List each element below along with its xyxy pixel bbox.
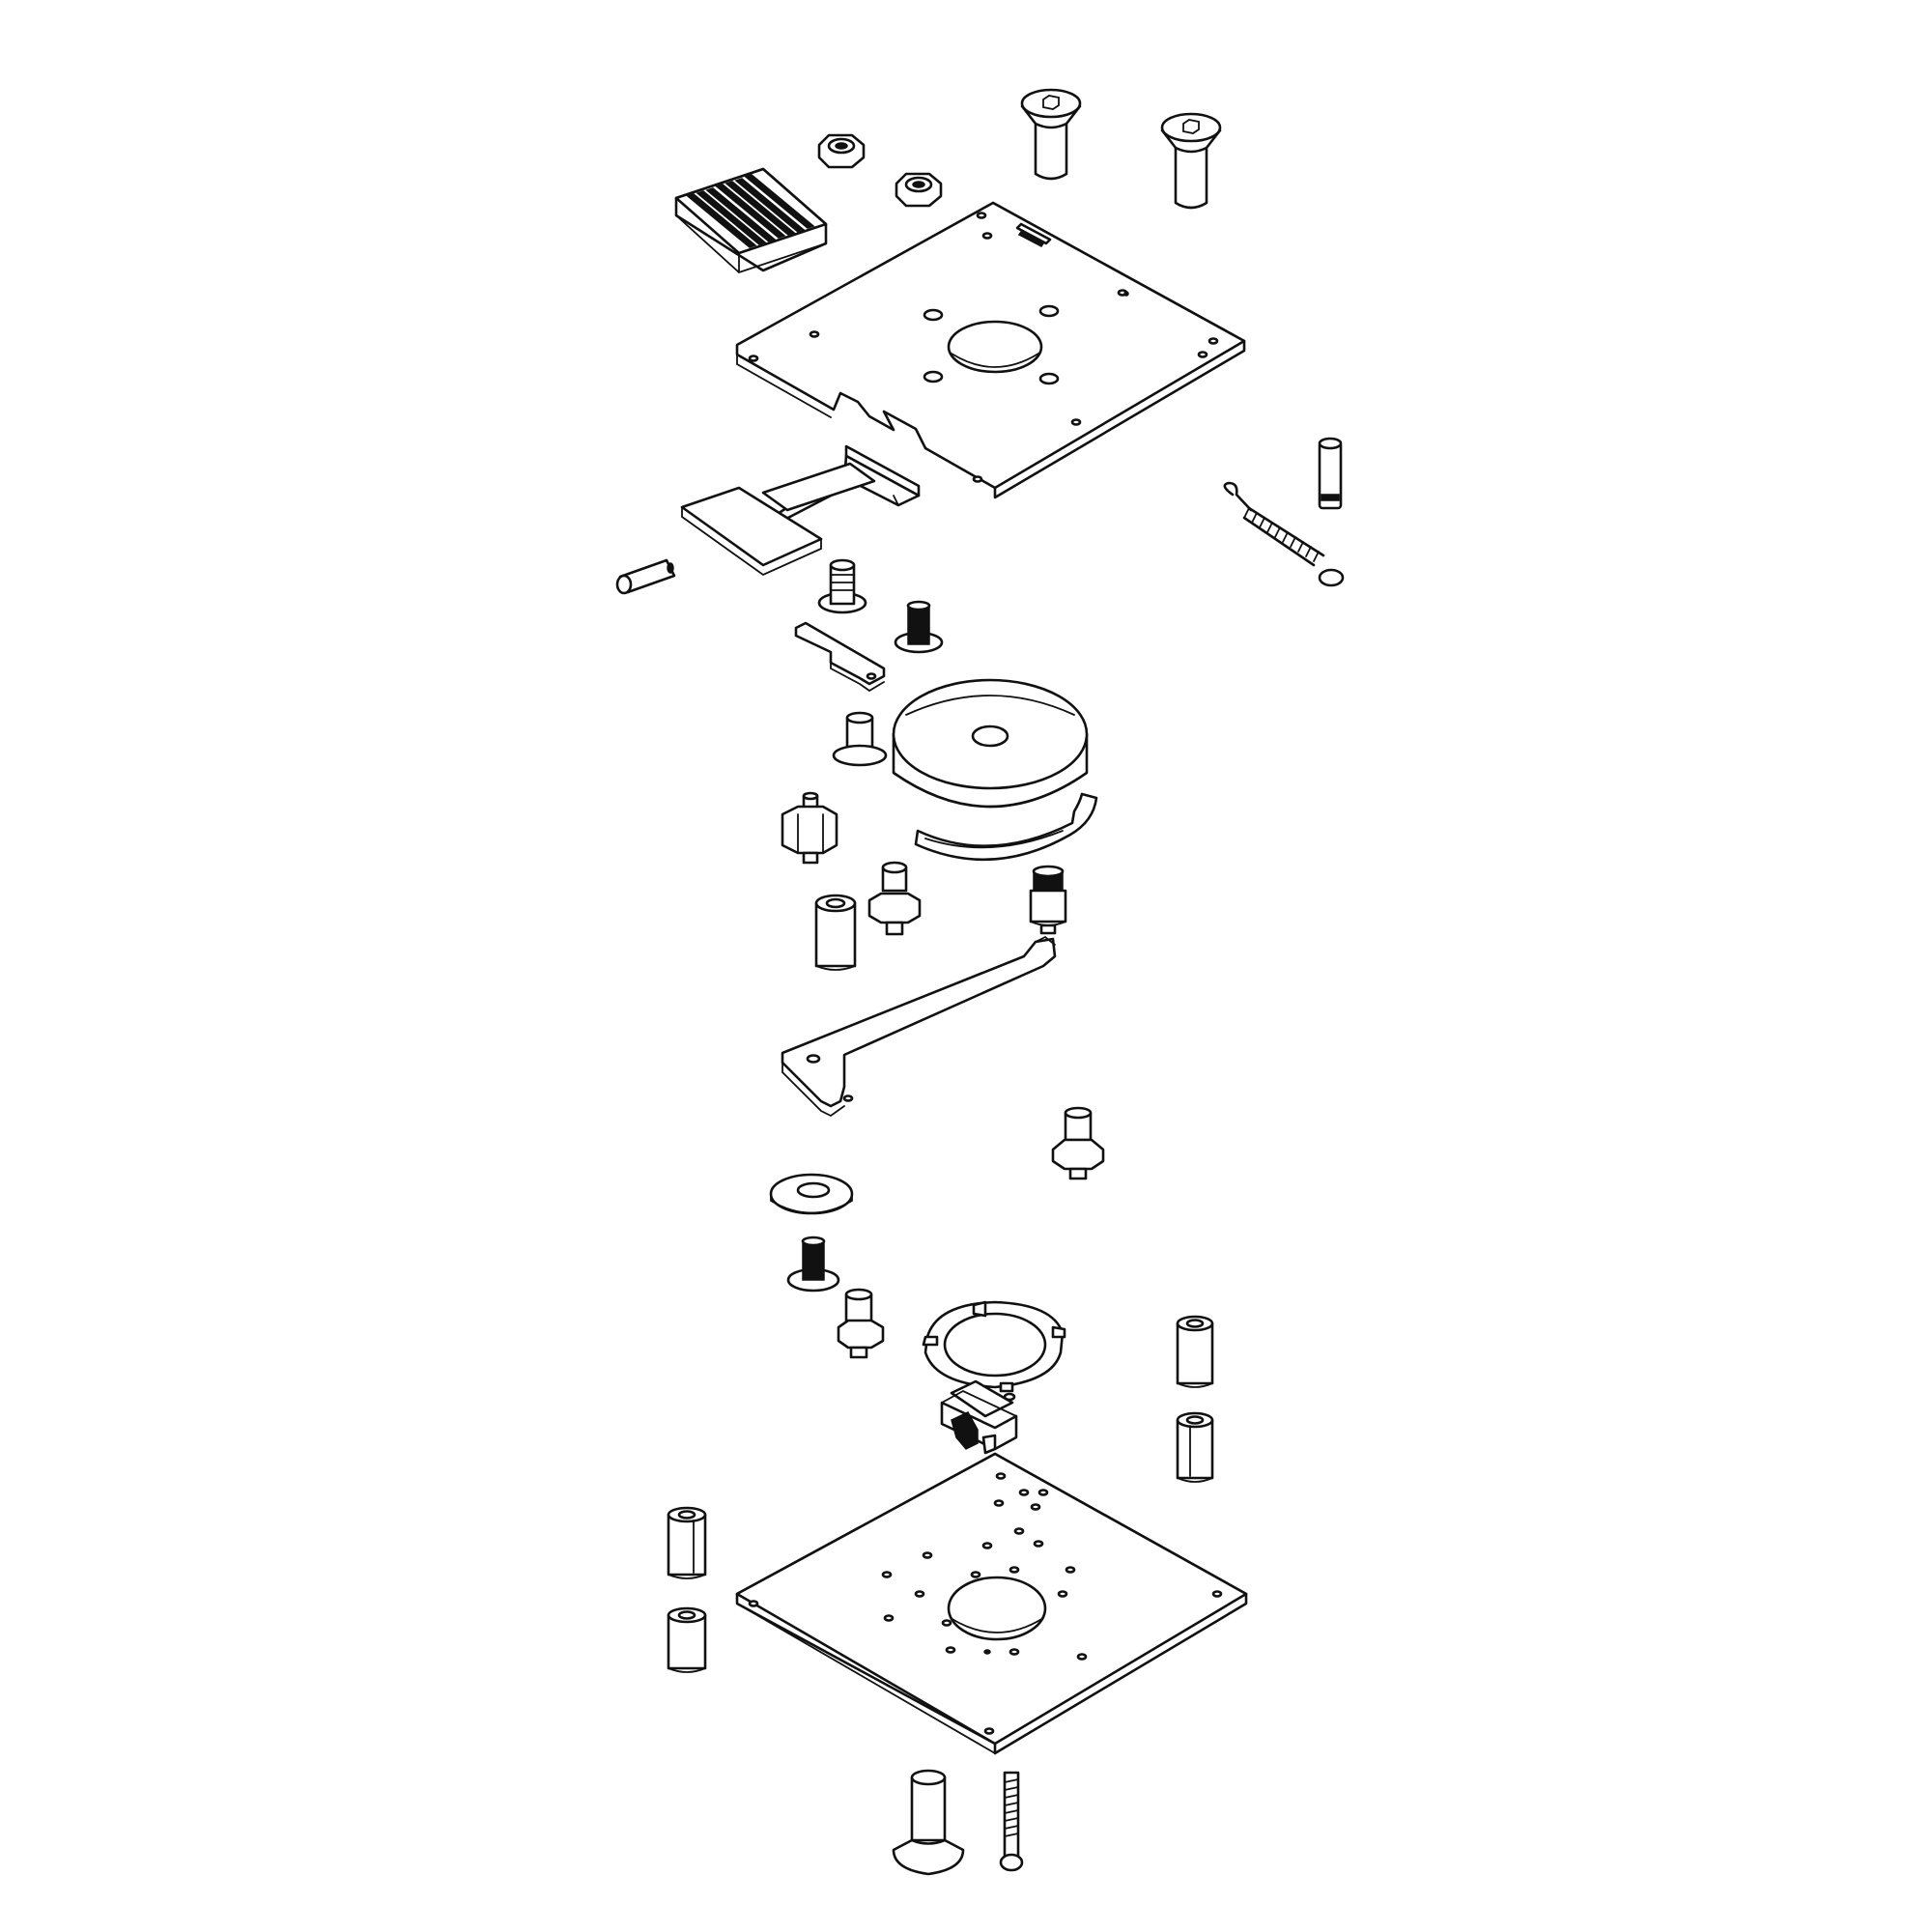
spacer-sleeve [1176,1315,1214,1388]
micro-switch [940,1379,1018,1455]
rotary-hub [892,678,1098,862]
shoulder-screw [832,711,888,767]
detent-pin [1029,865,1067,935]
grip-pad [674,167,828,274]
flange-nut [817,133,866,169]
spacer-sleeve [814,894,857,971]
hex-standoff [837,1288,885,1359]
shoulder-screw [1051,1106,1105,1180]
flat-head-socket-screw [1160,112,1222,210]
flange-nut [895,172,943,208]
hex-standoff [781,791,838,865]
index-ring [922,1300,1066,1393]
set-screw [615,558,676,595]
latch-lever [794,621,886,693]
spacer-sleeve [667,1506,707,1579]
button-head-screw [894,600,944,654]
shoulder-screw [817,558,867,614]
button-head-screw [786,1236,840,1293]
cam-lever-arm [781,935,1057,1118]
flat-head-socket-screw [1020,88,1082,181]
extension-spring [1223,481,1345,587]
machine-screw [999,1771,1024,1872]
bottom-plate [735,1452,1248,1755]
spacer-sleeve [667,1606,707,1673]
flat-head-socket-screw [892,1769,965,1876]
flat-washer [769,1173,854,1215]
slide-latch [680,444,921,577]
dowel-pin [1318,437,1343,510]
spacer-sleeve [1176,1411,1214,1483]
top-plate [735,201,1246,499]
hex-standoff [867,861,922,936]
